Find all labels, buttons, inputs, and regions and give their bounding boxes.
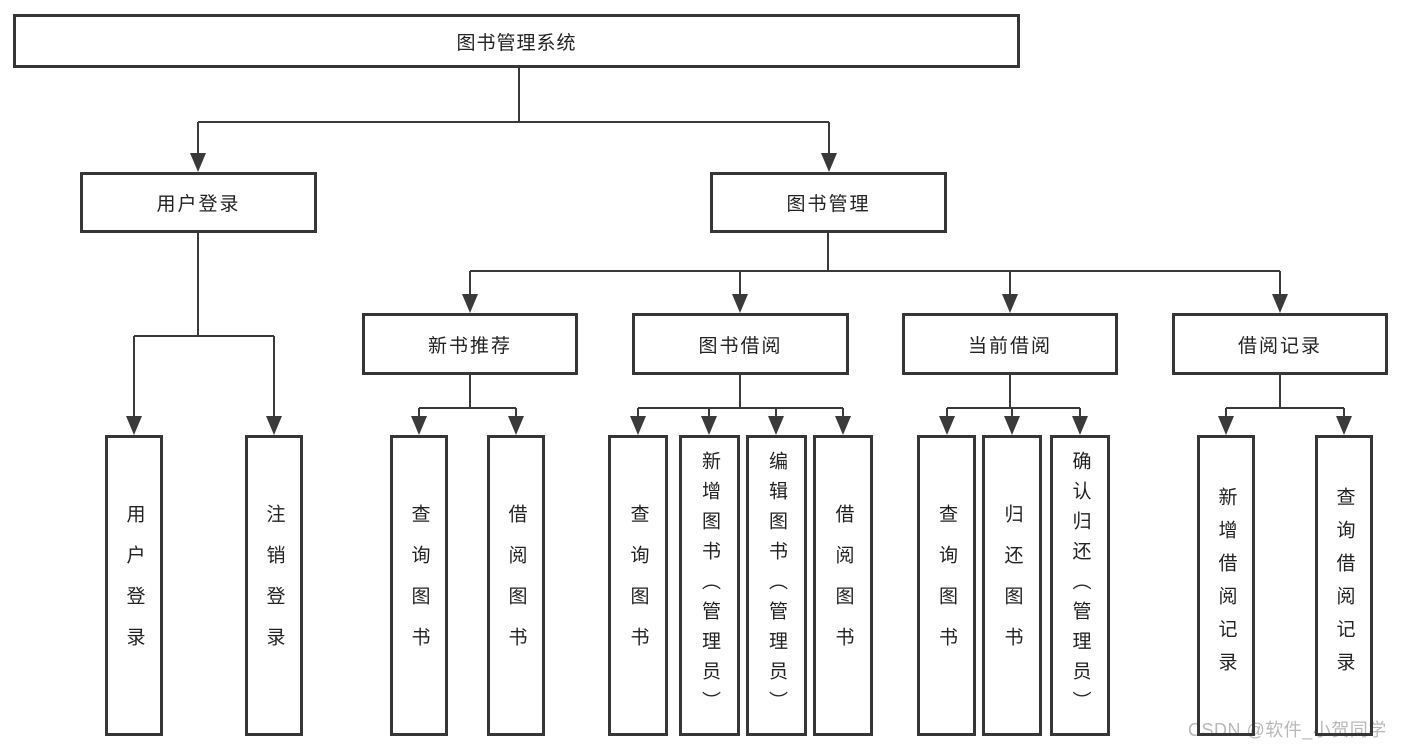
leaf-edit-books-admin: 编辑图书（管理员） <box>746 435 807 736</box>
leaf-confirm-return-admin-label: 确认归还（管理员） <box>1069 450 1091 721</box>
leaf-query-books-recommend-label: 查询图书 <box>408 503 430 668</box>
node-root-label: 图书管理系统 <box>456 32 577 54</box>
leaf-query-books-recommend: 查询图书 <box>390 435 448 736</box>
arrowheads-borrow-records-leaves <box>1218 416 1352 435</box>
connector-user-login-branch <box>133 233 275 417</box>
arrowheads-book-borrow-leaves <box>630 416 851 435</box>
connector-borrow-records-group <box>1225 375 1345 417</box>
leaf-borrow-books: 借阅图书 <box>813 435 873 736</box>
node-borrow-records-label: 借阅记录 <box>1237 335 1322 357</box>
leaf-query-books-borrow-label: 查询图书 <box>627 503 649 668</box>
connector-root-to-level2 <box>197 68 830 154</box>
leaf-add-books-admin-label: 新增图书（管理员） <box>699 450 720 721</box>
leaf-logout: 注销登录 <box>245 435 303 736</box>
node-root-system: 图书管理系统 <box>13 14 1020 68</box>
leaf-query-books-current-label: 查询图书 <box>936 503 957 668</box>
leaf-query-books-current: 查询图书 <box>917 435 976 736</box>
node-book-borrow: 图书借阅 <box>632 313 849 375</box>
leaf-return-books: 归还图书 <box>982 435 1042 736</box>
arrowheads-level2 <box>190 153 837 172</box>
leaf-query-borrow-record: 查询借阅记录 <box>1315 435 1373 736</box>
leaf-return-books-label: 归还图书 <box>1001 503 1023 668</box>
leaf-add-borrow-record-label: 新增借阅记录 <box>1215 486 1237 685</box>
leaf-confirm-return-admin: 确认归还（管理员） <box>1050 435 1110 736</box>
node-user-login-label: 用户登录 <box>156 194 241 215</box>
leaf-logout-label: 注销登录 <box>263 503 285 668</box>
node-book-management-label: 图书管理 <box>786 194 871 215</box>
node-book-borrow-label: 图书借阅 <box>698 335 783 357</box>
connector-book-borrow-group <box>637 375 844 417</box>
leaf-edit-books-admin-label: 编辑图书（管理员） <box>766 450 787 721</box>
leaf-add-borrow-record: 新增借阅记录 <box>1197 435 1255 736</box>
leaf-user-login-label: 用户登录 <box>123 503 145 668</box>
leaf-add-books-admin: 新增图书（管理员） <box>679 435 740 736</box>
node-borrow-records: 借阅记录 <box>1172 313 1388 375</box>
arrowheads-user-login-leaves <box>126 416 282 435</box>
node-current-borrow-label: 当前借阅 <box>967 335 1052 357</box>
arrowheads-new-book-leaves <box>411 416 524 435</box>
connector-book-mgmt-to-level3 <box>469 233 1281 295</box>
node-new-book-recommend-label: 新书推荐 <box>427 335 512 357</box>
leaf-query-borrow-record-label: 查询借阅记录 <box>1333 486 1355 685</box>
connector-current-borrow-group <box>946 375 1081 417</box>
arrowheads-current-borrow-leaves <box>939 416 1088 435</box>
leaf-user-login: 用户登录 <box>105 435 163 736</box>
leaf-borrow-books-label: 借阅图书 <box>832 503 854 668</box>
node-new-book-recommend: 新书推荐 <box>362 313 578 375</box>
node-book-management: 图书管理 <box>710 172 947 233</box>
leaf-query-books-borrow: 查询图书 <box>608 435 668 736</box>
connector-new-book-group <box>418 375 517 417</box>
node-user-login: 用户登录 <box>80 172 317 233</box>
leaf-borrow-books-recommend: 借阅图书 <box>487 435 545 736</box>
node-current-borrow: 当前借阅 <box>902 313 1118 375</box>
arrowheads-level3 <box>462 294 1288 313</box>
leaf-borrow-books-recommend-label: 借阅图书 <box>505 503 527 668</box>
